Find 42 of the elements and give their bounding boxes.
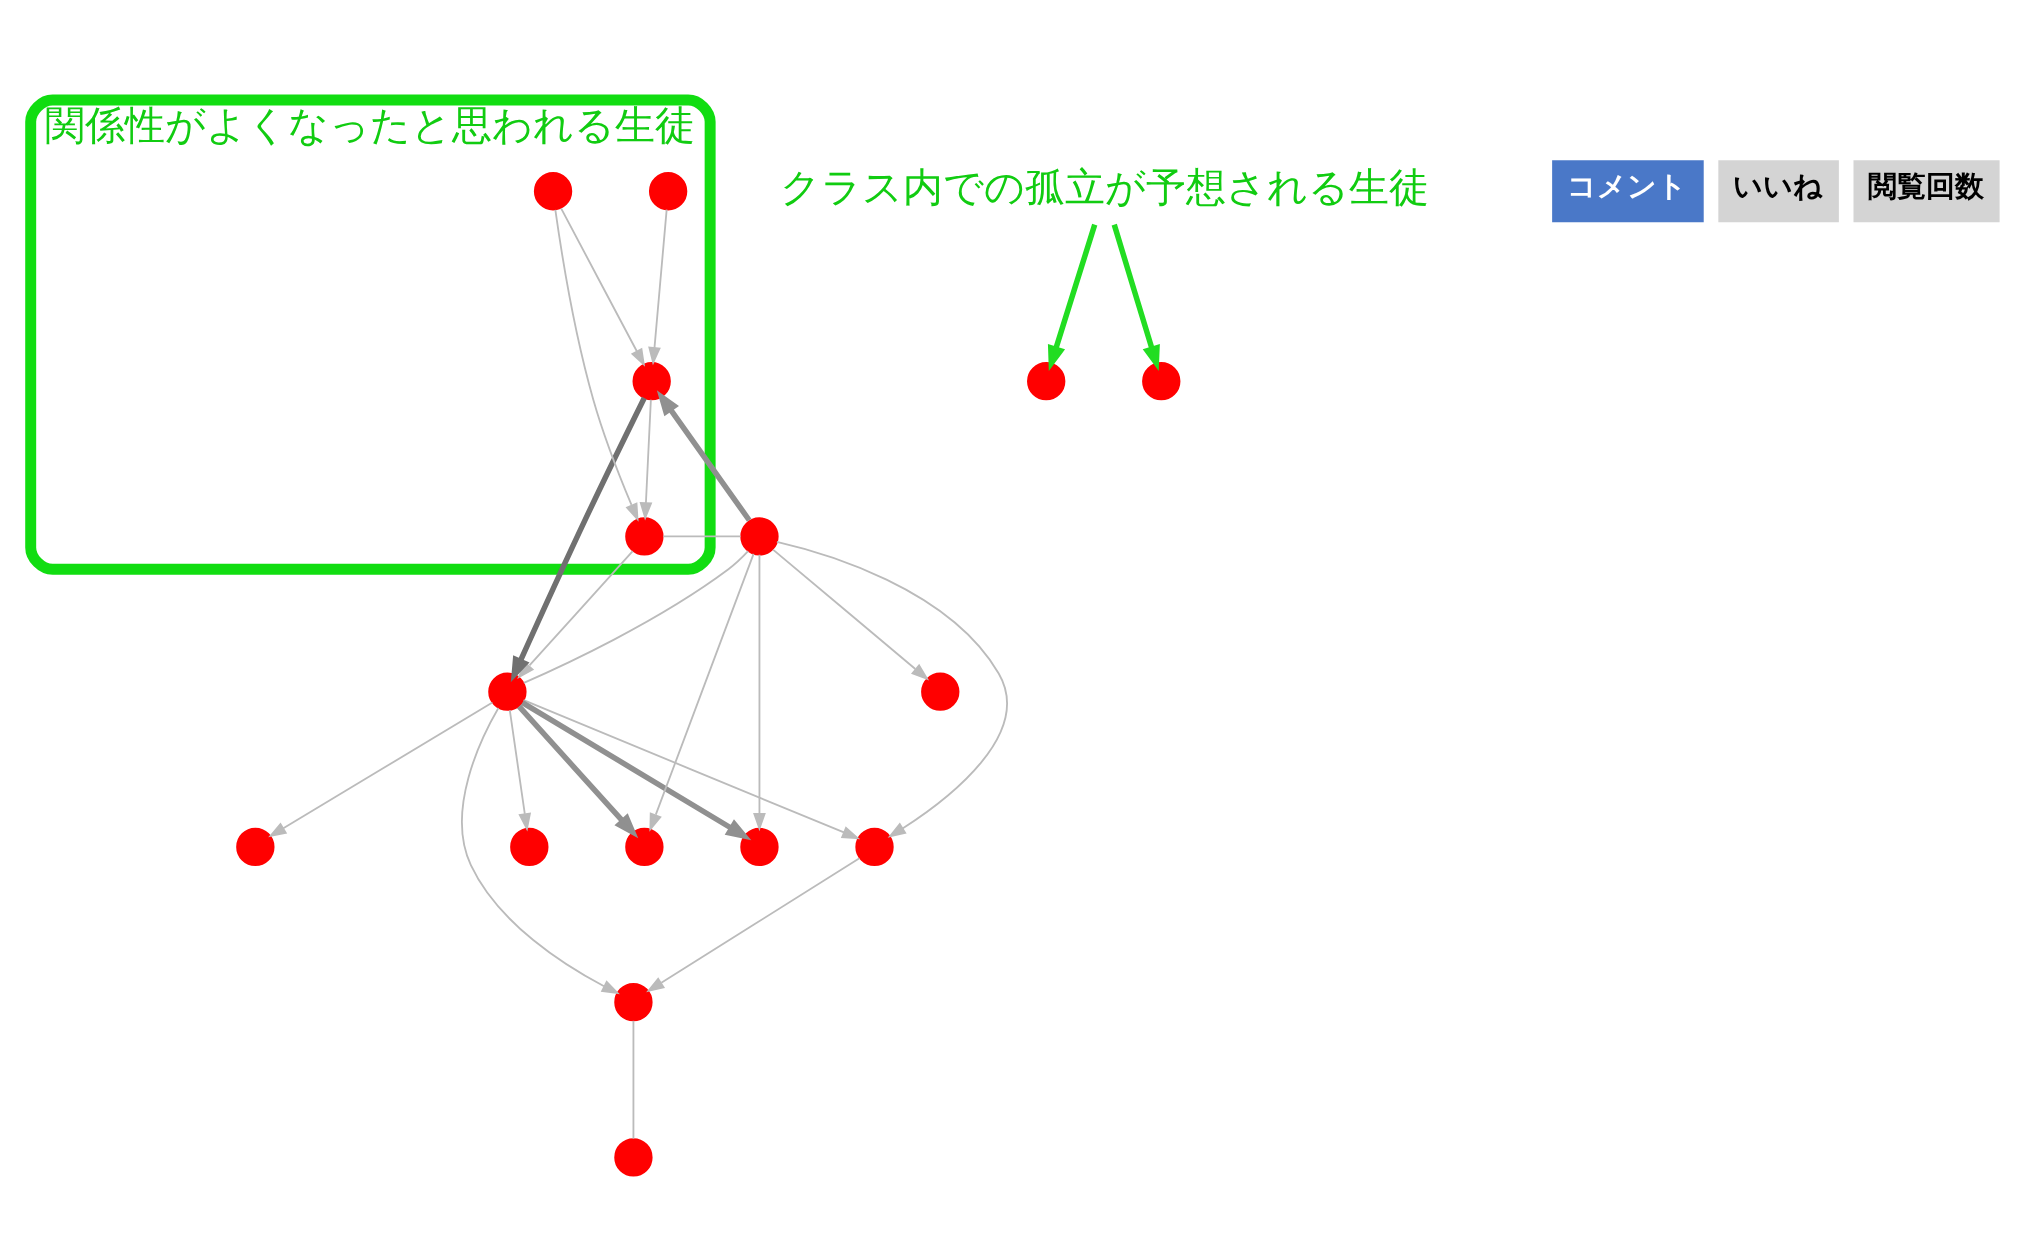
node-circle (740, 827, 779, 866)
node-circle (488, 672, 527, 711)
arrow (521, 699, 752, 840)
arrow (776, 540, 1008, 838)
node-circle (614, 982, 653, 1021)
arrow (1111, 223, 1160, 371)
node-circle (855, 827, 894, 866)
node-circle (648, 171, 688, 210)
node-circle (632, 361, 671, 400)
arrow (772, 548, 930, 680)
arrow (560, 206, 646, 367)
label: コメント (1566, 168, 1687, 203)
arrow (646, 856, 861, 992)
arrow (508, 708, 532, 831)
label: 閲覧回数 (1868, 168, 1985, 203)
arrow (268, 701, 494, 837)
arrow (461, 706, 620, 994)
node-circle (740, 516, 779, 556)
node-text: クラス内での孤立が予想される生徒 (780, 164, 1430, 210)
connector (662, 535, 742, 537)
label: いいね (1732, 168, 1823, 203)
node-circle (625, 516, 664, 556)
node-circle (510, 827, 549, 866)
arrow (648, 208, 668, 365)
arrow (656, 389, 752, 522)
arrow (517, 704, 639, 838)
arrow (649, 552, 755, 832)
arrow (522, 698, 861, 839)
node-circle (625, 827, 664, 866)
connector (632, 1019, 635, 1140)
cluster: 関係性がよくなったと思われる生徒 (25, 93, 716, 575)
arrow (753, 553, 766, 831)
node-circle (1142, 361, 1181, 400)
node-circle (921, 672, 960, 711)
connector (522, 549, 750, 684)
node-circle (533, 171, 573, 210)
node-circle (614, 1137, 653, 1177)
node-circle (1027, 361, 1066, 400)
node-circle (236, 827, 275, 866)
arrow (1047, 223, 1098, 371)
arrow (639, 398, 653, 520)
arrow (554, 208, 639, 522)
